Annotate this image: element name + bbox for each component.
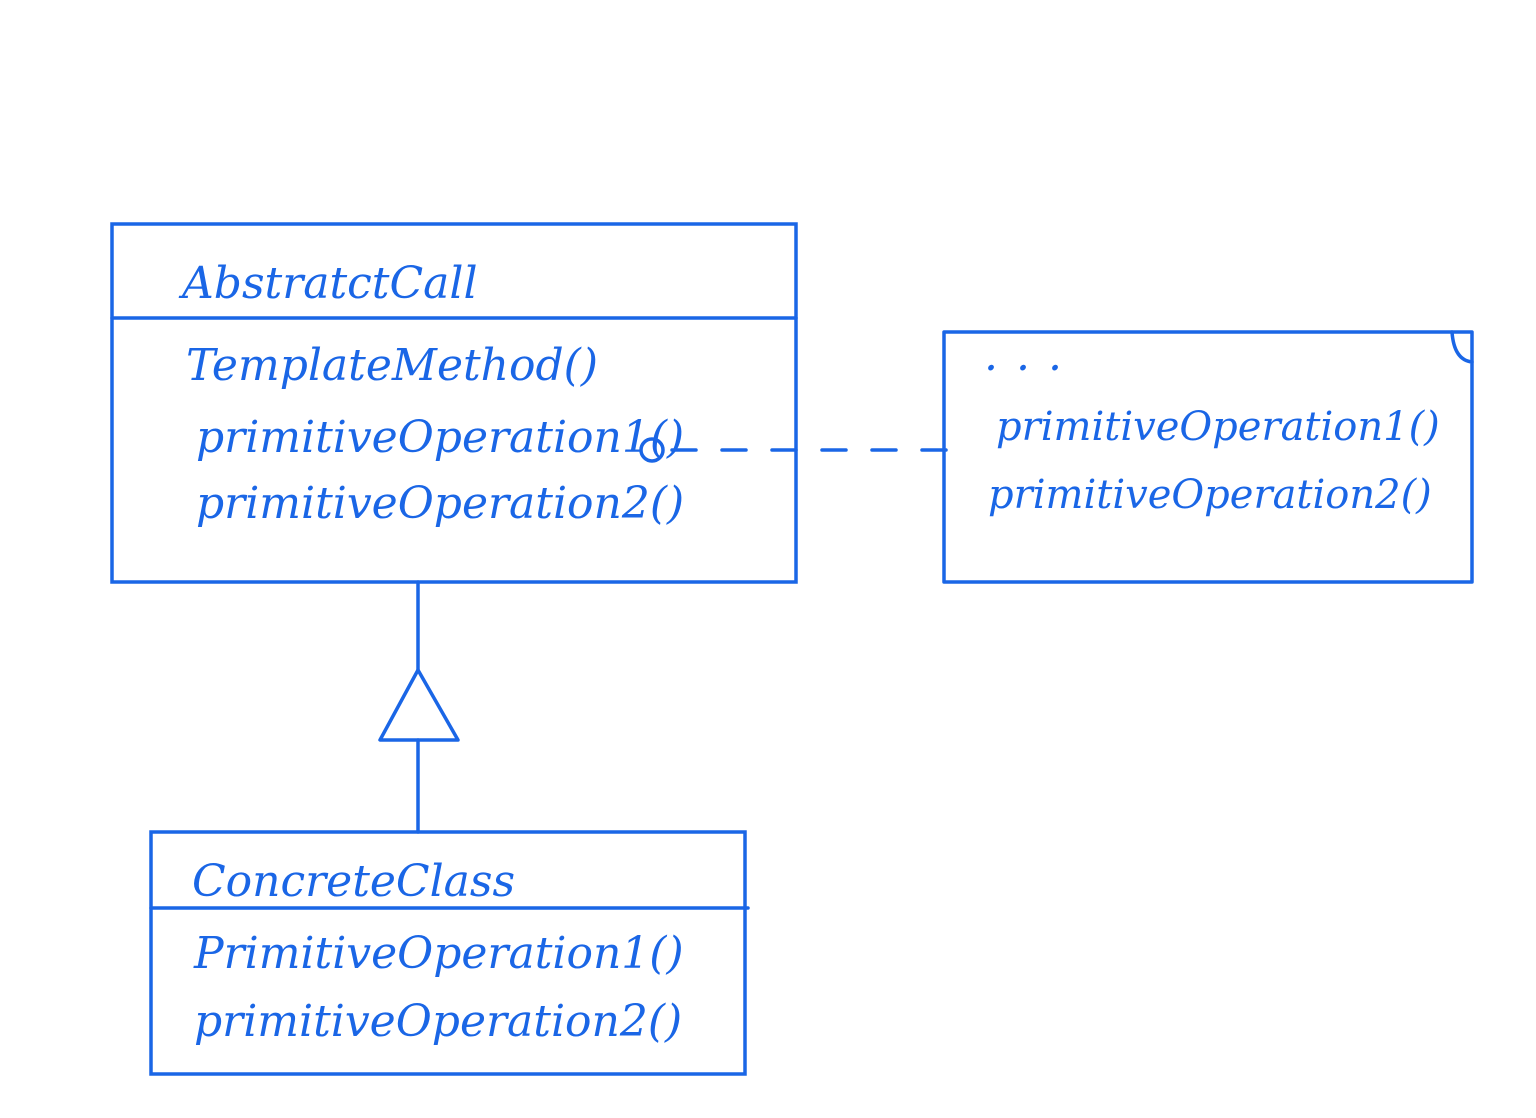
concrete-class-name: ConcreteClass: [192, 856, 515, 907]
abstract-operation-primitive-1: primitiveOperation1(): [196, 412, 684, 463]
concrete-operation-primitive-2: primitiveOperation2(): [194, 996, 682, 1047]
abstract-operation-primitive-2: primitiveOperation2(): [196, 478, 684, 529]
concrete-class: [149, 830, 750, 1076]
concrete-class-border: [149, 830, 747, 1076]
note-anchor-circle: [639, 437, 665, 463]
inheritance-triangle-head: [378, 668, 460, 742]
note-line-2: primitiveOperation2(): [988, 472, 1432, 518]
abstract-class-name: AbstratctCall: [178, 258, 478, 309]
note-line-1: primitiveOperation1(): [996, 404, 1440, 450]
note-folded-corner: [1450, 330, 1474, 364]
note-ellipsis: ...: [984, 330, 1080, 381]
abstract-operation-template-method: TemplateMethod(): [186, 340, 598, 391]
abstract-class-border: [110, 222, 798, 584]
inheritance-arrow: [378, 580, 460, 834]
concrete-operation-primitive-1: PrimitiveOperation1(): [193, 928, 684, 979]
note-box: [942, 330, 1474, 584]
abstract-class: [110, 222, 798, 584]
note-border: [942, 330, 1474, 584]
